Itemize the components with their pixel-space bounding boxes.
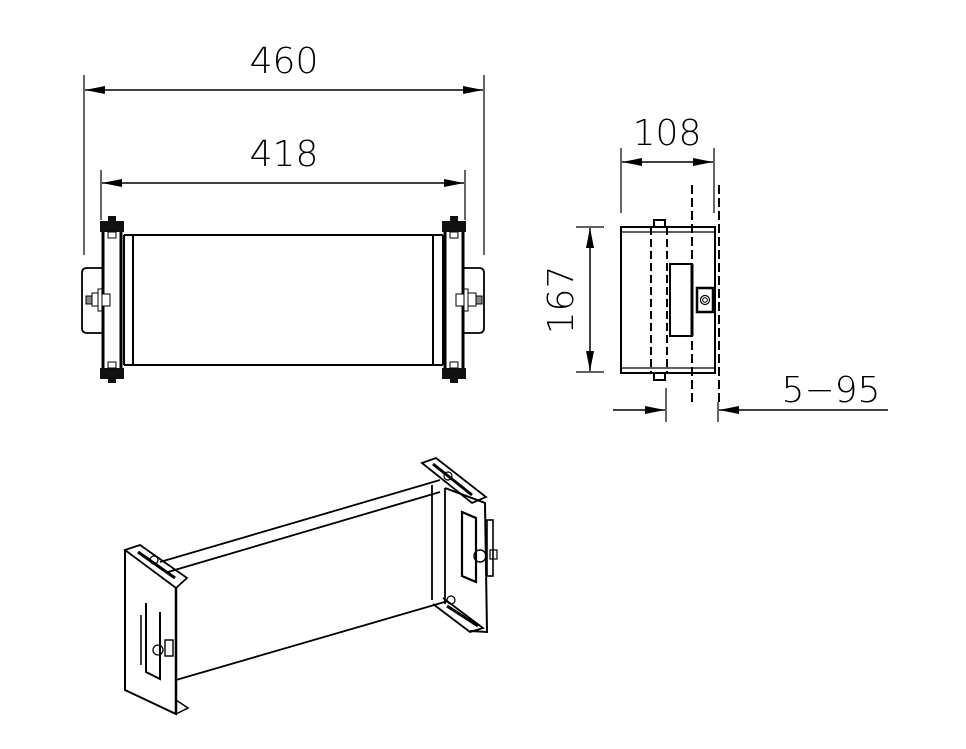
isometric-view [123, 456, 498, 716]
tube-body [132, 234, 434, 366]
dimension-wall-gap: 5−95 [613, 370, 888, 422]
dimension-depth: 108 [620, 113, 715, 213]
side-view: 108 167 [541, 113, 888, 422]
dimension-inner-width: 418 [100, 134, 466, 220]
dimension-label-460: 460 [250, 41, 319, 82]
iso-left-bracket [123, 544, 190, 716]
dimension-label-418: 418 [250, 134, 319, 175]
dimension-label-5-95: 5−95 [782, 370, 881, 411]
dimension-overall-width: 460 [83, 41, 485, 255]
left-bracket [81, 216, 124, 383]
dimension-height: 167 [541, 226, 604, 373]
front-view: 460 418 [81, 41, 485, 383]
right-bracket [442, 216, 485, 383]
iso-right-bracket [420, 456, 498, 634]
dimension-label-167: 167 [541, 266, 582, 335]
dimension-label-108: 108 [633, 113, 702, 154]
